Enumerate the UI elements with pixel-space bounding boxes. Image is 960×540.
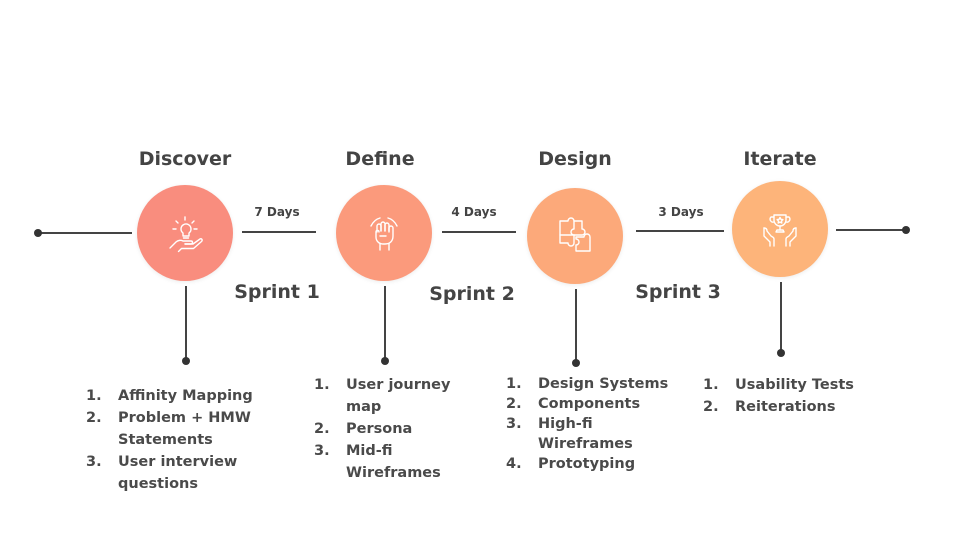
connector-design [575, 289, 577, 362]
timeline-segment-3 [636, 230, 724, 232]
steps-list-design: Design Systems Components High-fi Wirefr… [506, 374, 686, 474]
list-item: Prototyping [506, 454, 636, 474]
duration-label-1: 7 Days [254, 205, 300, 219]
puzzle-pieces-icon [559, 217, 591, 252]
connector-iterate [780, 282, 782, 352]
timeline-start-dot [34, 229, 42, 237]
connector-dot-discover [182, 357, 190, 365]
timeline-segment-end [836, 229, 906, 231]
raised-fist-icon [370, 217, 398, 251]
list-item: Problem + HMW Statements [86, 407, 251, 448]
list-item: Affinity Mapping [86, 385, 253, 407]
stage-title-define: Define [345, 148, 415, 170]
steps-list-discover: Affinity Mapping Problem + HMW Statement… [86, 385, 286, 495]
list-item: User journey map [314, 374, 451, 415]
connector-dot-define [381, 357, 389, 365]
stage-circle-define [336, 185, 432, 281]
stage-circle-discover [137, 185, 233, 281]
timeline-segment-start [38, 232, 132, 234]
timeline-segment-1 [242, 231, 316, 233]
stage-title-discover: Discover [138, 148, 232, 170]
list-item: Mid-fi Wireframes [314, 440, 441, 481]
list-item: Components [506, 394, 641, 414]
trophy-hands-icon [763, 214, 797, 247]
lightbulb-hand-icon [169, 216, 203, 253]
connector-discover [185, 286, 187, 360]
stage-title-iterate: Iterate [743, 148, 817, 170]
duration-label-2: 4 Days [451, 205, 497, 219]
list-item: High-fi Wireframes [506, 414, 633, 452]
list-item: Reiterations [703, 396, 836, 418]
stage-circle-design [527, 188, 623, 284]
sprint-label-2: Sprint 2 [429, 283, 515, 305]
list-item: Usability Tests [703, 374, 854, 396]
connector-dot-iterate [777, 349, 785, 357]
stage-title-design: Design [538, 148, 612, 170]
timeline-end-dot [902, 226, 910, 234]
steps-list-define: User journey map Persona Mid-fi Wirefram… [314, 374, 484, 484]
steps-list-iterate: Usability Tests Reiterations [703, 374, 883, 418]
connector-dot-design [572, 359, 580, 367]
sprint-label-1: Sprint 1 [234, 281, 320, 303]
list-item: Persona [314, 418, 413, 440]
timeline-segment-2 [442, 231, 516, 233]
list-item: Design Systems [506, 374, 669, 394]
stage-circle-iterate [732, 181, 828, 277]
duration-label-3: 3 Days [658, 205, 704, 219]
sprint-label-3: Sprint 3 [635, 281, 721, 303]
connector-define [384, 286, 386, 360]
list-item: User interview questions [86, 451, 238, 492]
